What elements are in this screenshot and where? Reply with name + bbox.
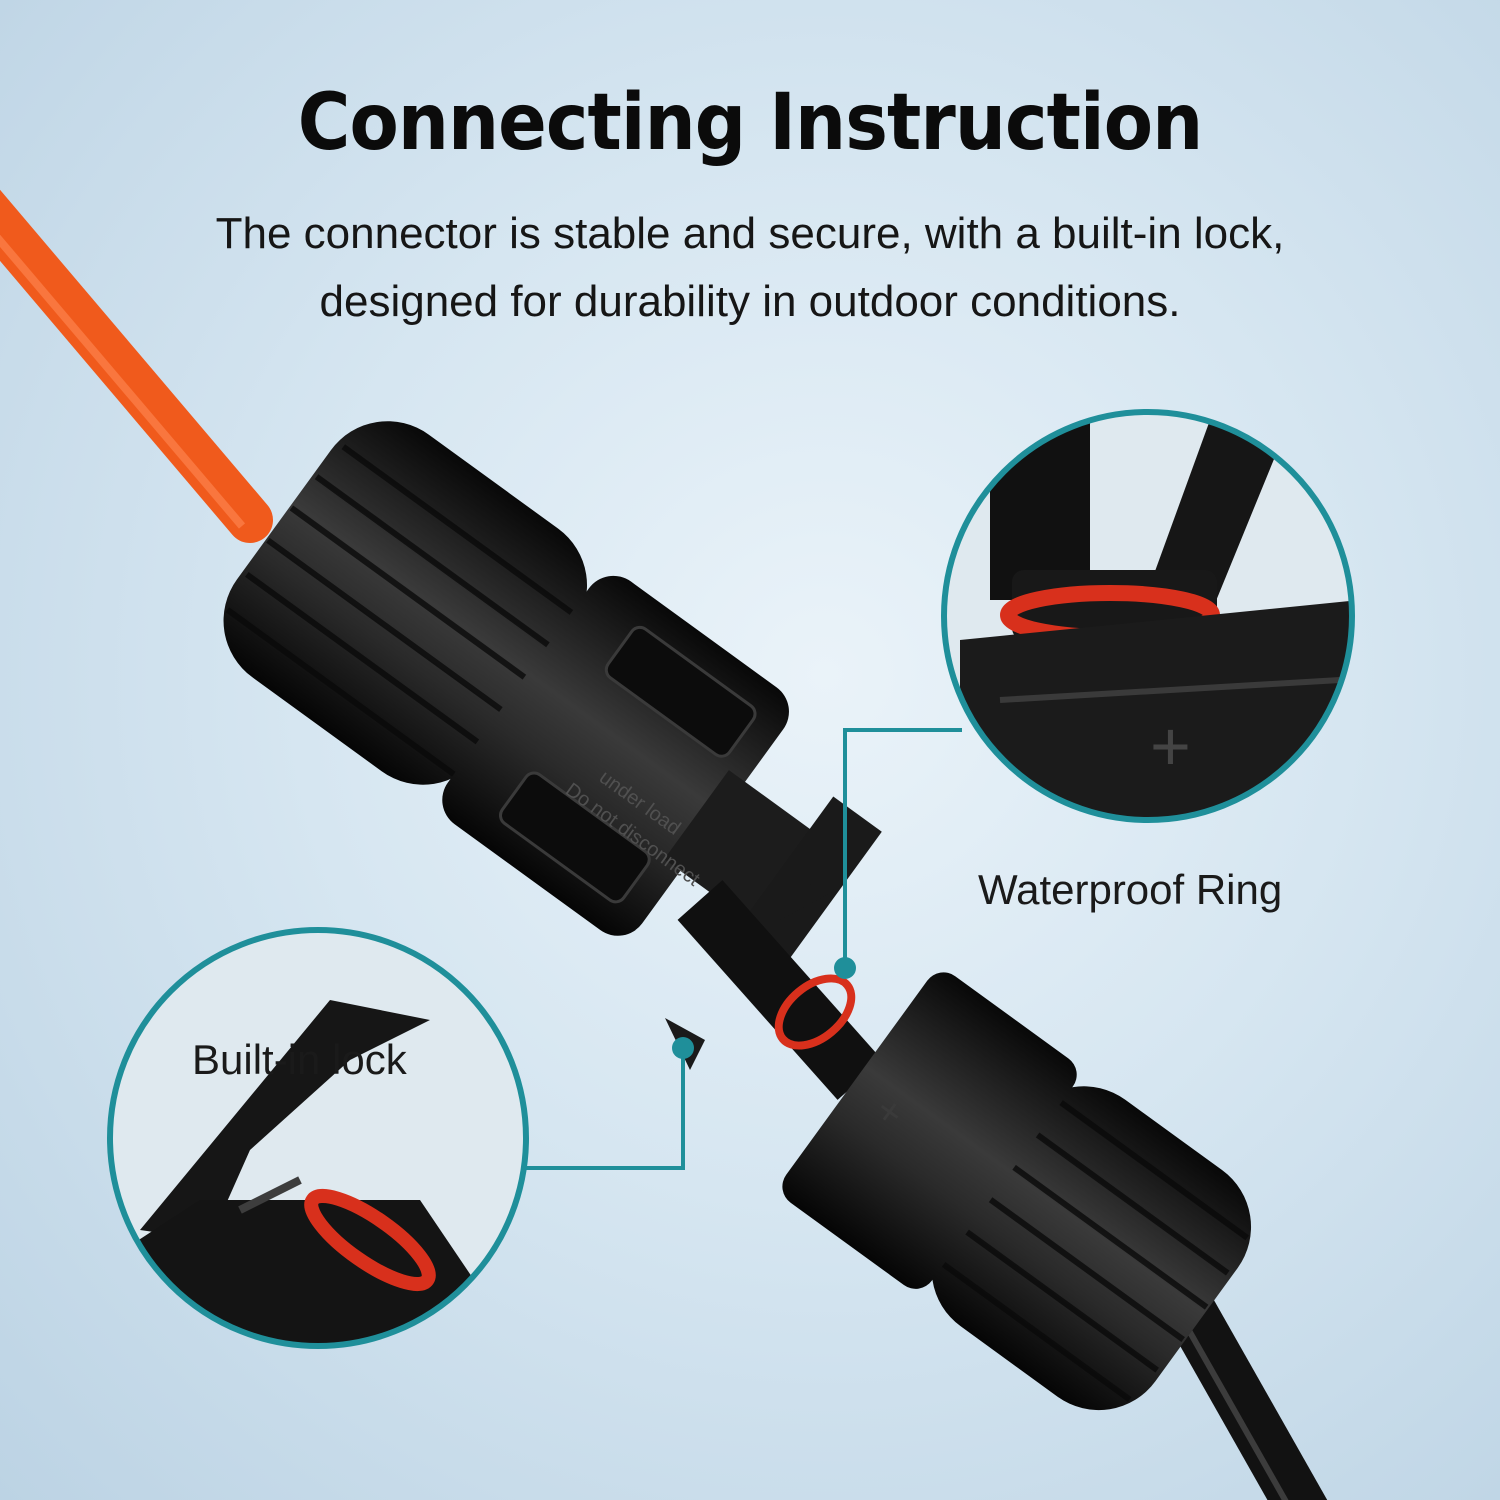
waterproof-ring-dot: [834, 957, 856, 979]
page-title: Connecting Instruction: [297, 78, 1203, 168]
female-connector: Do not disconnect under load: [223, 421, 882, 986]
built-in-lock-label: Built-in lock: [192, 1036, 407, 1083]
built-in-lock-leader: [526, 1048, 685, 1170]
zoom-waterproof-ring: +: [941, 409, 1355, 823]
page-subtitle: The connector is stable and secure, with…: [150, 200, 1350, 336]
zoom-polarity-mark: +: [1150, 707, 1191, 785]
orange-cable: [0, 189, 273, 543]
male-pin: [665, 880, 883, 1100]
built-in-lock-dot: [672, 1037, 694, 1059]
waterproof-ring: [774, 974, 856, 1050]
zoom-built-in-lock: [107, 927, 529, 1349]
subtitle-line-2: designed for durability in outdoor condi…: [319, 277, 1181, 326]
subtitle-line-1: The connector is stable and secure, with…: [215, 209, 1285, 258]
male-connector: +: [782, 972, 1252, 1411]
callout-lines: [526, 728, 962, 1170]
waterproof-ring-label: Waterproof Ring: [978, 866, 1283, 913]
waterproof-ring-leader: [843, 728, 962, 968]
